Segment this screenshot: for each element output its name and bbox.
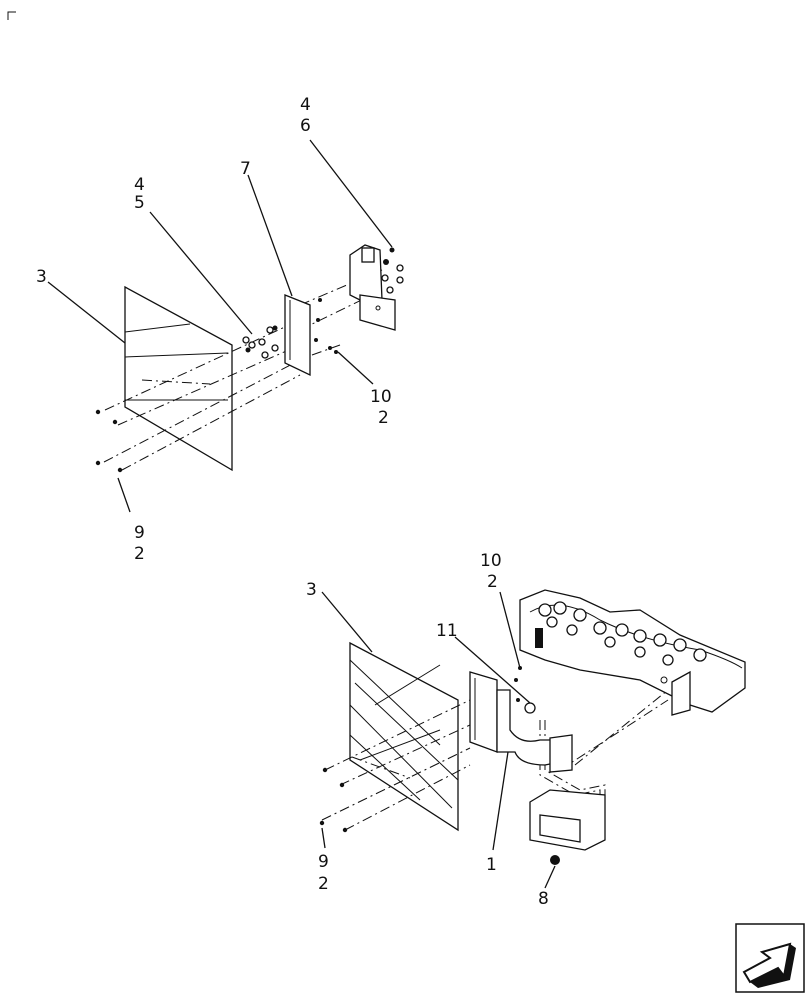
callout-6-top: 6 (300, 116, 311, 136)
callout-3-top: 3 (36, 267, 47, 287)
callout-9-bottom: 9 (318, 852, 329, 872)
callout-1-bottom: 1 (486, 855, 497, 875)
next-page-arrow-icon (742, 942, 796, 988)
bottom-assembly: 3 10 2 11 1 8 9 2 (306, 551, 746, 909)
crop-mark (7, 11, 16, 20)
callout-4-top-b: 4 (300, 95, 311, 115)
hardware-bottom (319, 767, 348, 833)
lower-bracket-bottom (529, 789, 606, 865)
leaders-top (47, 139, 393, 513)
callout-5-top: 5 (134, 193, 145, 213)
reflector-panel-top (124, 285, 233, 472)
top-assembly: 3 7 4 5 4 6 10 2 9 2 (36, 95, 404, 564)
callout-4-top-a: 4 (134, 175, 145, 195)
callout-9-qty-top: 2 (134, 544, 145, 564)
next-page-button[interactable] (735, 923, 805, 993)
support-arm-bottom (496, 666, 573, 773)
callout-11-bottom: 11 (436, 621, 458, 641)
callout-9-qty-bottom: 2 (318, 874, 329, 894)
hardware-top (95, 298, 338, 473)
frame-rail-bottom (519, 589, 746, 716)
callout-9-top: 9 (134, 523, 145, 543)
callout-10-qty-top: 2 (378, 408, 389, 428)
callout-8-bottom: 8 (538, 889, 549, 909)
mount-bracket-top (349, 244, 404, 331)
leaders-bottom (321, 591, 556, 889)
reflector-panel-bottom (349, 641, 459, 832)
bracket-plate-top (284, 294, 311, 377)
callout-3-bottom: 3 (306, 580, 317, 600)
callout-10-top: 10 (370, 387, 392, 407)
callout-10-bottom: 10 (480, 551, 502, 571)
callout-10-qty-bottom: 2 (487, 572, 498, 592)
callout-7-top: 7 (240, 159, 251, 179)
bracket-plate-bottom (469, 671, 498, 753)
